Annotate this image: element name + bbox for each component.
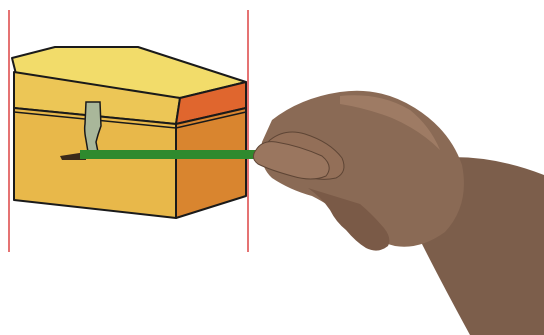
treasure-chest [12,47,246,218]
chest-body-side [176,108,246,218]
hand [253,91,544,335]
measuring-rod [80,150,258,159]
